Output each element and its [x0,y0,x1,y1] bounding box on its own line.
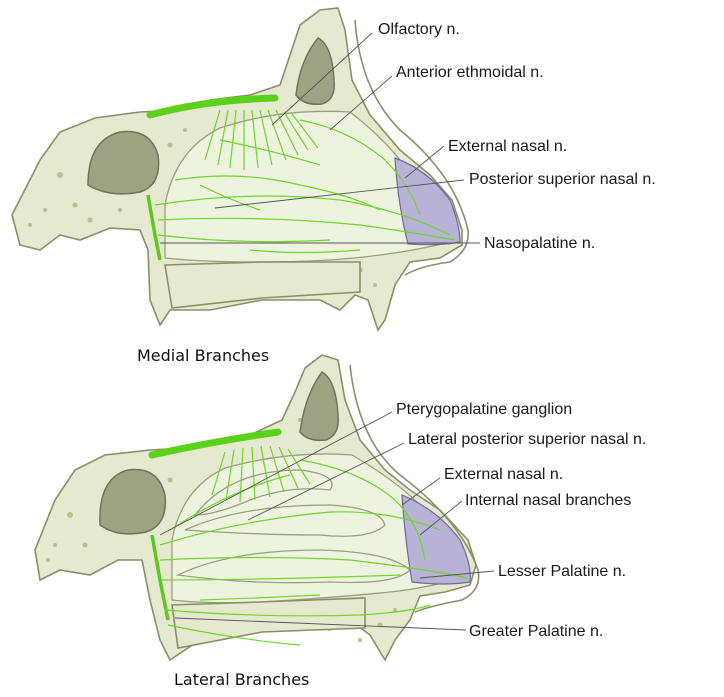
superior-turbinate [193,469,333,516]
leader-internal-nasal-branches [419,500,463,536]
middle-turbinate [184,504,386,537]
leader-lateral-posterior-superior-nasal [247,442,405,521]
leader-greater-palatine [174,617,467,631]
lateral-cartilage [401,494,471,585]
lateral-palate [171,597,366,649]
lateral-nerve-branches [150,459,469,646]
lateral-nose-skin [349,364,480,613]
leader-lesser-palatine [419,570,495,579]
medial-sphenoid-sinus [87,130,160,195]
medial-frontal-sinus [295,37,335,106]
label-lateral-posterior-superior-nasal: Lateral posterior superior nasal n. [408,431,646,448]
label-pterygopalatine-ganglion: Pterygopalatine ganglion [396,401,572,418]
label-posterior-superior-nasal: Posterior superior nasal n. [469,171,656,188]
label-olfactory: Olfactory n. [378,21,460,38]
leader-olfactory [271,32,373,126]
caption-medial: Medial Branches [137,346,269,365]
leader-anterior-ethmoidal [329,75,393,131]
leader-external-nasal [404,145,445,179]
lateral-sphenoid-sinus [99,468,167,535]
label-nasopalatine: Nasopalatine n. [484,235,595,252]
label-lateral-external-nasal: External nasal n. [444,466,563,483]
lateral-olfactory-fibers [211,445,311,503]
label-internal-nasal-branches: Internal nasal branches [465,492,631,509]
lateral-panel: Pterygopalatine ganglion Lateral posteri… [34,354,646,689]
medial-olfactory-bulb [146,94,279,119]
label-greater-palatine: Greater Palatine n. [469,623,603,640]
lateral-frontal-sinus [299,371,339,442]
label-lesser-palatine: Lesser Palatine n. [498,563,626,580]
label-anterior-ethmoidal: Anterior ethmoidal n. [396,64,544,81]
medial-palate [164,261,361,309]
medial-nerve-branches [146,119,456,261]
caption-lateral: Lateral Branches [174,670,309,689]
lateral-olfactory-bulb [148,428,282,459]
leader-pterygopalatine-ganglion [159,411,393,536]
medial-nose-skin [354,19,469,276]
leader-lateral-external-nasal [401,477,441,506]
medial-olfactory-fibers [204,109,319,170]
leader-posterior-superior-nasal [214,179,465,209]
label-external-nasal: External nasal n. [448,138,567,155]
medial-panel: Olfactory n. Anterior ethmoidal n. Exter… [11,7,656,365]
